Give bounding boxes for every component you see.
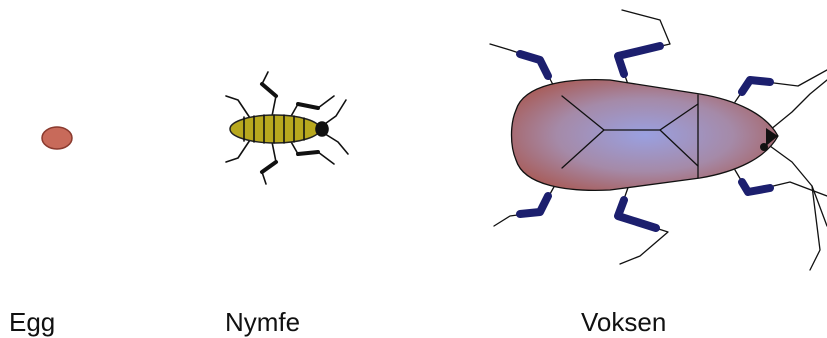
stage-label-nymph: Nymfe: [225, 309, 300, 335]
egg-icon: [42, 127, 72, 149]
nymph-bug-icon: [226, 72, 348, 184]
adult-bug-icon: [490, 10, 827, 270]
stage-label-adult: Voksen: [581, 309, 666, 335]
stage-label-egg: Egg: [9, 309, 55, 335]
